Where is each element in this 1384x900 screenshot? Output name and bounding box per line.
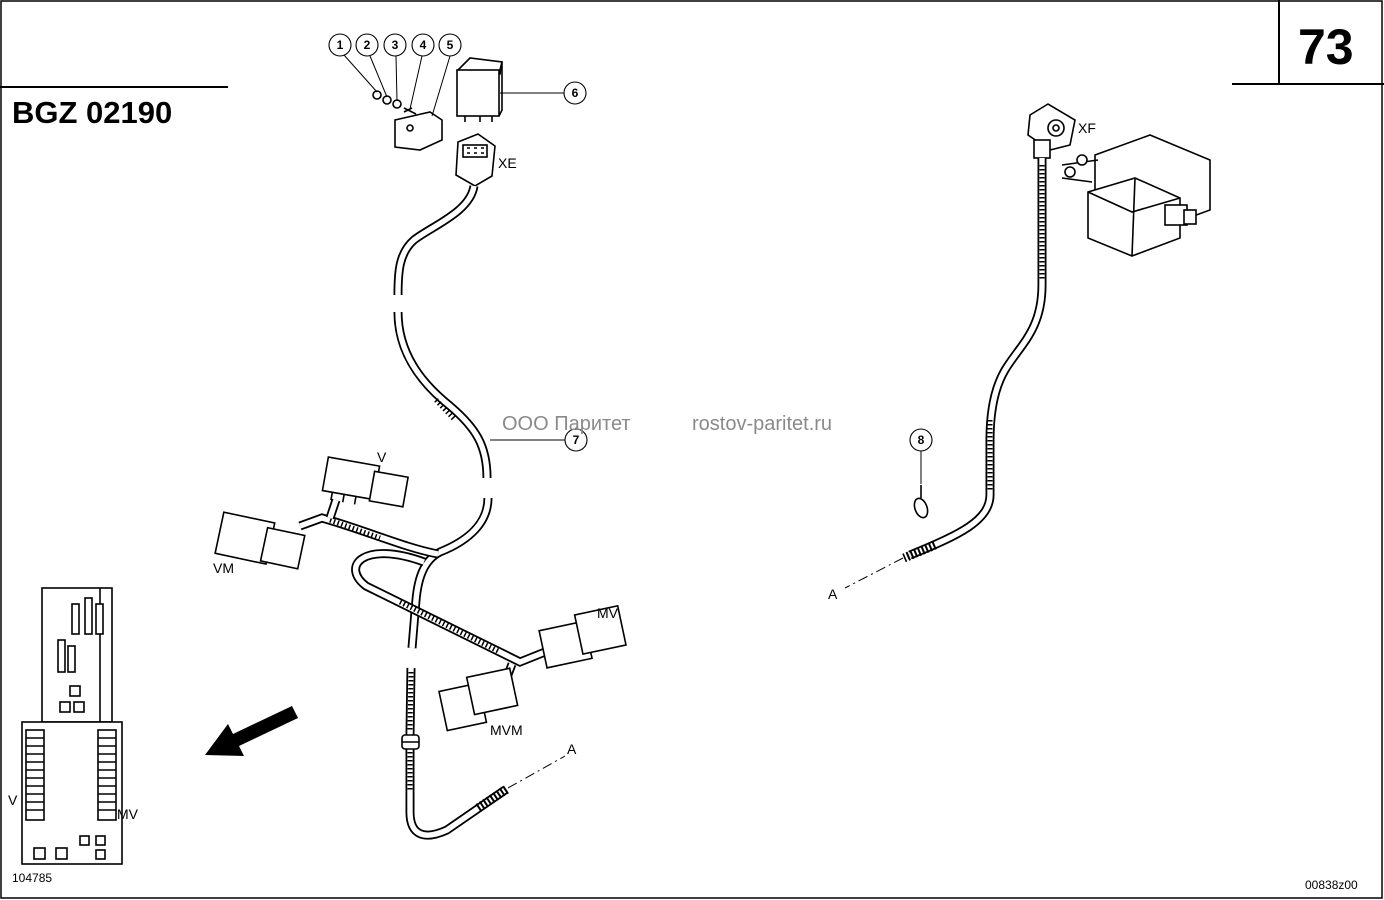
relay-pins [464, 116, 493, 122]
washer-part-2 [382, 95, 392, 105]
callout-7-text: 7 [573, 433, 580, 447]
callout-1: 1 [328, 33, 352, 57]
inset-label-mv: MV [117, 806, 139, 822]
watermark-site: rostov-paritet.ru [692, 413, 832, 435]
callout-5-text: 5 [447, 38, 454, 52]
drawing-code: BGZ 02190 [12, 95, 172, 130]
bracket-hole [406, 124, 414, 132]
callout-2: 2 [355, 33, 379, 57]
callout-3: 3 [383, 33, 407, 57]
small-hardware-parts [372, 90, 443, 151]
cable-tie-part-8 [913, 485, 929, 519]
callout-4: 4 [411, 33, 435, 57]
watermark-company: ООО Паритет [502, 413, 631, 435]
leader-4 [409, 55, 423, 110]
callout-4-text: 4 [420, 38, 427, 52]
leader-a-right [844, 557, 904, 589]
drawing-id: 00838z00 [1305, 878, 1358, 892]
connector-vm [214, 511, 306, 570]
relay-part-6 [456, 57, 503, 122]
callout-5: 5 [438, 33, 462, 57]
washer-part-3 [392, 99, 402, 109]
label-mv: MV [597, 605, 619, 621]
bracket-part-5 [394, 111, 443, 151]
label-xf: XF [1078, 120, 1096, 136]
label-a-right: A [828, 586, 838, 602]
callout-8-text: 8 [918, 433, 925, 447]
label-vm: VM [213, 560, 234, 576]
leader-3 [395, 55, 398, 102]
callout-7: 7 [564, 428, 588, 452]
direction-arrow-icon [205, 706, 298, 756]
label-v: V [377, 449, 387, 465]
relay-side [498, 61, 503, 117]
connector-mv [538, 604, 627, 669]
callout-3-text: 3 [392, 38, 399, 52]
leader-5 [431, 55, 451, 117]
page-number: 73 [1298, 19, 1354, 75]
grommet [401, 734, 420, 750]
leader-a-left [507, 755, 566, 789]
leader-1 [343, 54, 378, 93]
washer-part-1 [372, 90, 382, 100]
valve-cable [902, 158, 1047, 563]
inset-ref-number: 104785 [12, 871, 52, 885]
label-mvm: MVM [490, 722, 523, 738]
label-a-left: A [567, 741, 577, 757]
connector-xe [455, 133, 496, 187]
inset-label-v: V [8, 792, 18, 808]
callout-1-text: 1 [337, 38, 344, 52]
callout-6: 6 [563, 81, 587, 105]
callout-6-text: 6 [572, 86, 579, 100]
callout-2-text: 2 [364, 38, 371, 52]
connector-v [321, 456, 410, 508]
label-xe: XE [498, 155, 517, 171]
relay-body [456, 69, 500, 117]
wire-harness-7 [298, 184, 547, 840]
connector-mvm [438, 667, 519, 732]
connector-xf [1027, 103, 1076, 159]
leader-2 [369, 55, 388, 98]
callout-8: 8 [909, 428, 933, 452]
inset-control-board [21, 587, 123, 865]
screw-part-4 [403, 107, 417, 115]
valve-block [1061, 134, 1211, 257]
